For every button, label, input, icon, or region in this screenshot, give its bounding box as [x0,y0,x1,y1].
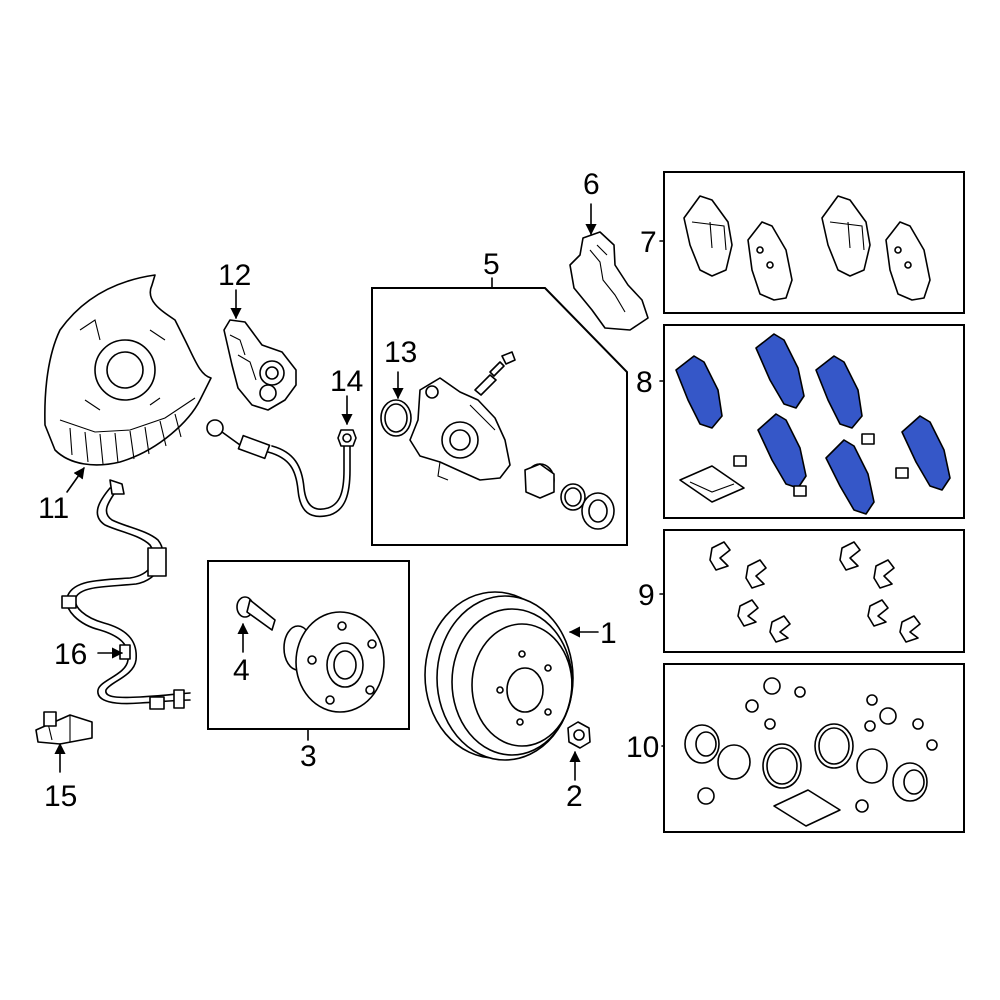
callout-7: 7 [640,226,657,259]
group-box-5 [371,287,628,546]
wear-indicator-icon [675,333,951,515]
group-box-9 [663,529,965,653]
callout-16: 16 [54,638,87,671]
brake-hose-icon [206,419,357,518]
wheel-hub-icon [283,611,385,713]
callout-8: 8 [636,366,653,399]
callout-11: 11 [38,492,69,525]
hardware-clip-icon [709,541,921,643]
callout-labels: 1 2 3 4 5 6 7 8 9 10 11 12 13 14 15 16 [38,168,659,813]
seal-kit-icon [684,677,938,827]
callout-12: 12 [218,259,251,292]
brake-rotor-icon [424,591,574,761]
splash-shield-icon [44,274,212,466]
callout-1: 1 [600,617,617,650]
caliper-support-icon [569,231,649,331]
callout-5: 5 [483,248,500,281]
brake-pad-icon [683,195,931,301]
leader-lines [54,203,665,781]
caliper-bracket-icon [223,319,297,411]
callout-14: 14 [330,365,363,398]
abs-sensor-icon [35,711,93,745]
wheel-bolt-icon [236,596,276,631]
brake-caliper-icon [409,351,615,530]
piston-seal-icon [380,399,412,437]
callout-9: 9 [638,579,655,612]
lug-nut-icon [567,721,591,749]
callout-6: 6 [583,168,600,201]
callout-4: 4 [233,654,250,687]
callout-2: 2 [566,780,583,813]
callout-13: 13 [384,336,417,369]
callout-3: 3 [300,740,317,773]
callout-10: 10 [626,731,659,764]
callout-15: 15 [44,780,77,813]
sensor-wire-icon [61,479,191,710]
leader-11 [66,467,85,493]
